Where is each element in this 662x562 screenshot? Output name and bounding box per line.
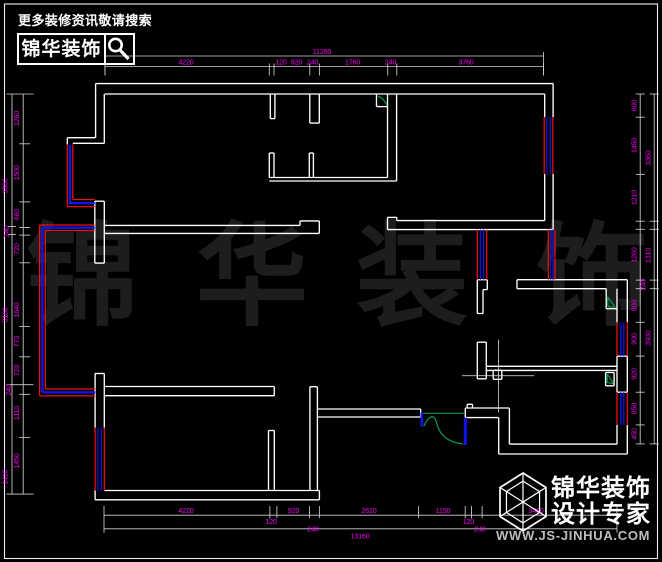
- cube-edge: [499, 511, 507, 518]
- dim-label: 1110: [12, 406, 21, 420]
- dim-label: 900: [629, 333, 638, 345]
- dim-label: 240: [474, 525, 486, 534]
- dim-label: 120: [275, 58, 287, 67]
- door-swing-line: [378, 95, 388, 106]
- door-swing-line: [607, 296, 616, 308]
- bottom-logo-url: WWW.JS-JINHUA.COM: [496, 528, 651, 543]
- dimension-labels: 11260 4220 120 920 240 1760 240 3760 4220 920 2610…: [1, 47, 653, 540]
- dim-label: 1640: [12, 302, 21, 317]
- dim-label: 1450: [629, 138, 638, 153]
- dim-label: 660: [12, 209, 21, 221]
- dim-label: 920: [288, 506, 300, 515]
- page-border-rect: [3, 3, 659, 560]
- logo-box-divider: [104, 35, 106, 63]
- dim-label: 1210: [629, 190, 638, 205]
- dim-label: 3360: [644, 150, 653, 165]
- magnifier-icon: [106, 35, 133, 63]
- dim-label: 800: [629, 300, 638, 312]
- dim-label: 120: [265, 517, 277, 526]
- bottom-logo-name: 锦华装饰: [551, 473, 651, 502]
- dim-label: 2610: [361, 506, 376, 515]
- dim-label: 1450: [12, 453, 21, 468]
- dim-label: 3160: [1, 307, 10, 322]
- dim-label-top-total: 11260: [313, 47, 332, 56]
- cube-diagonal: [506, 491, 540, 513]
- dim-label: 3760: [458, 58, 473, 67]
- dim-label: 1150: [436, 506, 451, 515]
- window-blue-lines: [41, 117, 625, 491]
- dim-label: 450: [629, 428, 638, 440]
- bottom-logo-subtitle: 设计专家: [551, 499, 651, 528]
- door-swing-lines: [378, 95, 616, 445]
- cube-edge: [539, 511, 547, 518]
- dim-label: 1760: [345, 58, 360, 67]
- dim-label: 3930: [644, 330, 653, 345]
- dim-label: 770: [12, 336, 21, 348]
- dim-label: 1260: [12, 111, 21, 126]
- dim-label: 4220: [178, 506, 193, 515]
- flue-centerlines: [461, 339, 535, 413]
- cube-edge: [499, 486, 507, 493]
- door-swing-line: [423, 416, 463, 445]
- dim-label: 920: [291, 58, 303, 67]
- door-swing-line: [607, 374, 614, 384]
- cube-logo-icon: [499, 471, 547, 533]
- dim-label: 920: [629, 368, 638, 380]
- dim-label: 1500: [12, 165, 21, 180]
- watermark-char: 锦: [26, 211, 138, 342]
- dim-label: 240: [307, 58, 319, 67]
- dim-label: 240: [4, 384, 13, 396]
- dim-label: 120: [463, 517, 475, 526]
- watermark-char: 装: [356, 211, 468, 342]
- top-left-logo-box: 锦华装饰: [17, 33, 135, 65]
- top-left-logo-text: 锦华装饰: [21, 38, 102, 60]
- page-border: [3, 3, 659, 560]
- dim-label: 3360: [1, 178, 10, 193]
- dim-label: 240: [385, 58, 397, 67]
- dim-label-bottom-total: 13160: [351, 531, 370, 540]
- dim-label: 1260: [629, 247, 638, 262]
- dim-label: 600: [629, 100, 638, 112]
- wall-lines: [66, 82, 628, 501]
- dim-label: 850: [629, 403, 638, 415]
- dim-label: 1310: [644, 248, 653, 263]
- watermark-char: 华: [196, 211, 308, 342]
- dim-label: 240: [639, 279, 648, 291]
- dim-label: 720: [12, 365, 21, 377]
- dim-label: 720: [12, 243, 21, 255]
- dim-label: 240: [307, 525, 319, 534]
- dim-label: 4220: [178, 58, 193, 67]
- door-swing-line: [607, 297, 616, 307]
- door-swing-line: [606, 374, 614, 385]
- dim-label: 240: [2, 226, 11, 238]
- window-red-lines: [38, 117, 628, 491]
- top-tagline: 更多装修资讯敬请搜索: [18, 14, 153, 29]
- cube-edge: [539, 486, 547, 493]
- dimension-lines: [6, 52, 659, 533]
- dim-label: 1410: [1, 469, 10, 484]
